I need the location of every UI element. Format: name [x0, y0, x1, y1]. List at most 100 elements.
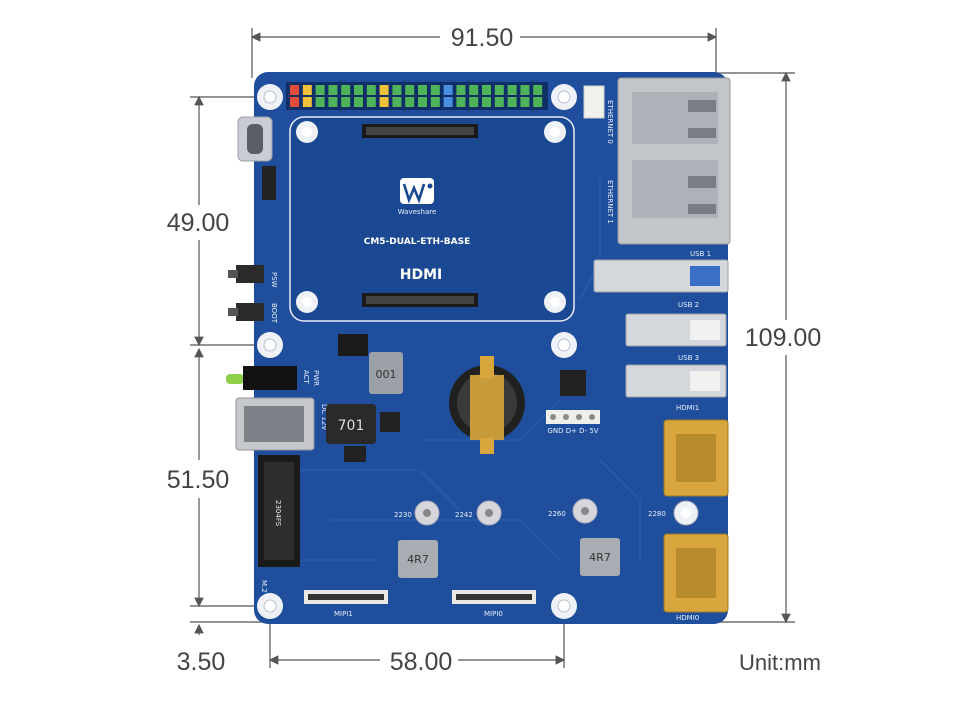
- svg-text:001: 001: [376, 368, 397, 381]
- svg-text:4R7: 4R7: [407, 553, 429, 566]
- gpio-pin: [290, 85, 299, 95]
- m2-standoffs: 2230 2242 2260 2280: [394, 498, 699, 526]
- fan-connector: [583, 85, 605, 119]
- usb-port-2: USB 2: [625, 301, 727, 347]
- gpio-pin: [302, 85, 312, 95]
- standoff-2280: 2280: [648, 500, 699, 526]
- dim-height-lower: 51.50: [167, 466, 230, 494]
- gpio-pin: [494, 85, 504, 95]
- boot-label: BOOT: [270, 303, 278, 324]
- hdmi-logo: HDMI: [400, 267, 442, 283]
- svg-text:2242: 2242: [455, 511, 473, 519]
- gpio-pin: [507, 85, 517, 95]
- hdmi1-label: HDMI1: [676, 404, 699, 412]
- mount-hole: [257, 332, 283, 358]
- brand-label: Waveshare: [398, 208, 437, 216]
- gpio-pin: [405, 97, 415, 107]
- gpio-pin: [456, 85, 466, 95]
- svg-text:4R7: 4R7: [589, 551, 611, 564]
- gpio-pin: [533, 97, 543, 107]
- svg-text:2280: 2280: [648, 510, 666, 518]
- usb-c-port: [237, 116, 273, 162]
- rtc-battery-holder: [449, 356, 525, 454]
- dc-label: DC 12V: [320, 404, 328, 430]
- model-label: CM5-DUAL-ETH-BASE: [364, 237, 471, 247]
- gpio-pin: [302, 97, 312, 107]
- usb3-label: USB 3: [678, 354, 699, 362]
- ethernet1-label: ETHERNET 1: [606, 180, 614, 224]
- gpio-pin: [392, 97, 402, 107]
- svg-text:701: 701: [338, 418, 365, 434]
- gpio-pin: [379, 97, 389, 107]
- status-leds: ACT PWR: [226, 366, 320, 390]
- inductor-4r7-right: 4R7: [580, 538, 620, 576]
- gpio-pin: [290, 97, 299, 107]
- gpio-pin: [520, 97, 530, 107]
- ic-chip: [380, 412, 400, 432]
- usb1-label: USB 1: [690, 250, 711, 258]
- waveshare-logo-icon: [400, 178, 434, 204]
- gpio-pin: [328, 97, 338, 107]
- gpio-pin: [341, 97, 351, 107]
- ic-chip: [560, 370, 586, 396]
- svg-text:2260: 2260: [548, 510, 566, 518]
- gpio-pin: [443, 97, 453, 107]
- ic-chip: [344, 446, 366, 462]
- inductor-4r7-left: 4R7: [398, 540, 438, 578]
- standoff-2242: 2242: [455, 500, 502, 526]
- gpio-pin: [315, 85, 325, 95]
- ic-chip: [338, 334, 368, 356]
- gpio-pin: [405, 85, 415, 95]
- gpio-pin: [443, 85, 453, 95]
- dc-jack: DC 12V: [235, 397, 328, 451]
- hdmi1-port: HDMI1: [663, 404, 729, 497]
- mount-hole: [551, 332, 577, 358]
- mipi1-label: MIPI1: [334, 610, 353, 618]
- dim-height-total: 109.00: [745, 324, 821, 352]
- dim-width-top: 91.50: [451, 24, 514, 52]
- inductor-701: 701: [326, 404, 376, 444]
- gpio-pin: [482, 85, 491, 95]
- inductor-001: 001: [369, 352, 403, 394]
- mount-hole: [257, 84, 283, 110]
- gpio-pin: [469, 97, 479, 107]
- usb-port-1: USB 1: [593, 250, 729, 293]
- gpio-pin: [418, 85, 427, 95]
- psw-label: PSW: [270, 272, 278, 288]
- standoff-2260: 2260: [548, 498, 598, 524]
- gpio-pin: [315, 97, 325, 107]
- usb2-label: USB 2: [678, 301, 699, 309]
- hdmi0-label: HDMI0: [676, 614, 699, 622]
- gpio-pin: [494, 97, 504, 107]
- gpio-pin: [354, 97, 363, 107]
- gpio-header: [286, 82, 548, 110]
- usb-port-3: USB 3: [625, 354, 727, 398]
- standoff-2230: 2230: [394, 500, 440, 526]
- gpio-pin: [430, 85, 440, 95]
- dim-offset-bottom: 3.50: [177, 648, 226, 676]
- dim-width-bottom: 58.00: [390, 648, 453, 676]
- gpio-pin: [366, 85, 376, 95]
- dimension-lines: [190, 28, 795, 668]
- unit-label: Unit:mm: [739, 650, 821, 675]
- mipi0-connector: MIPI0: [452, 590, 536, 618]
- gpio-pin: [392, 85, 402, 95]
- gpio-pin: [507, 97, 517, 107]
- gpio-pin: [354, 85, 363, 95]
- gpio-pin: [469, 85, 479, 95]
- gpio-pin: [328, 85, 338, 95]
- act-label: ACT: [302, 370, 310, 385]
- mipi0-label: MIPI0: [484, 610, 503, 618]
- mount-hole: [257, 593, 283, 619]
- hdmi0-port: HDMI0: [663, 533, 729, 622]
- mount-hole: [551, 84, 577, 110]
- m2-label: M.2: [260, 580, 268, 593]
- ethernet0-label: ETHERNET 0: [606, 100, 614, 144]
- gpio-pin: [379, 85, 389, 95]
- gpio-pin: [533, 85, 543, 95]
- boot-button: BOOT: [228, 303, 278, 324]
- m2-slot-label: 2304FS: [274, 500, 282, 527]
- gpio-pin: [366, 97, 376, 107]
- svg-text:2230: 2230: [394, 511, 412, 519]
